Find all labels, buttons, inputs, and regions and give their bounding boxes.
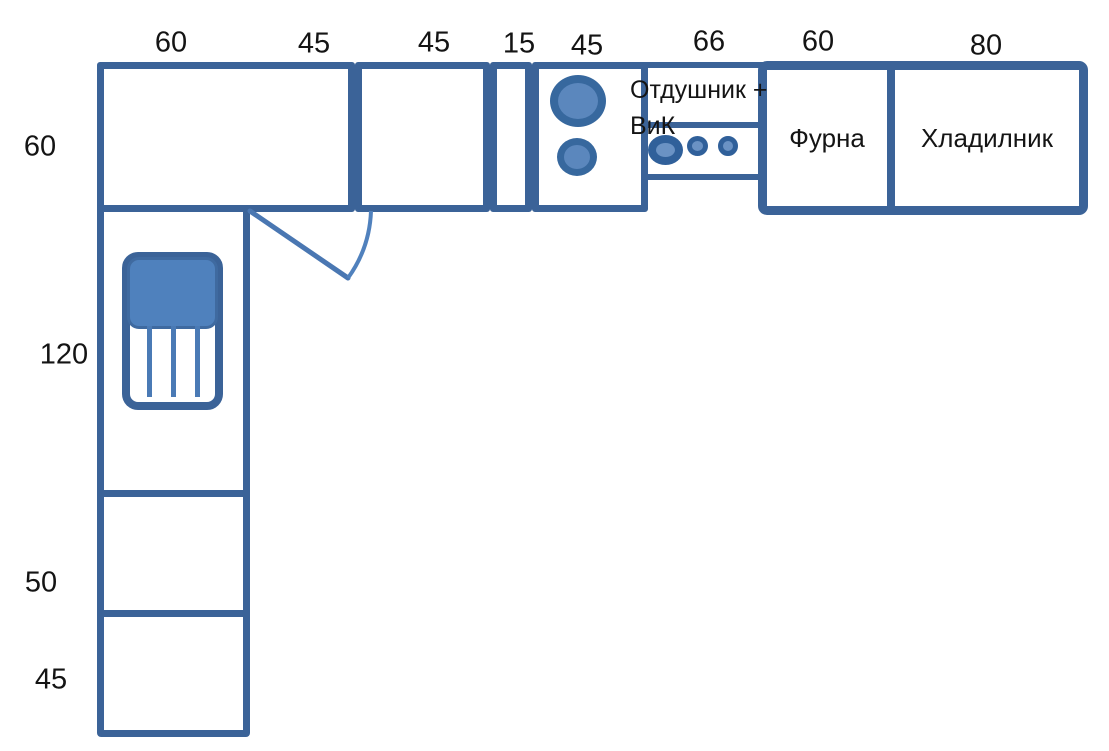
cabinet-box-45-a (355, 62, 490, 212)
door-leaf-line (247, 208, 351, 281)
dim-label-top-0: 60 (154, 26, 188, 59)
furniture-slat (195, 326, 200, 397)
cabinet-box-60 (97, 62, 355, 212)
dim-label-top-5: 66 (692, 25, 726, 58)
furniture-chair-symbol (122, 252, 223, 410)
dim-label-top-1: 45 (297, 27, 331, 60)
fridge-box: Хладилник (895, 70, 1079, 206)
dim-label-top-2: 45 (417, 26, 451, 59)
cabinet-box-15 (490, 62, 532, 212)
dim-label-left-3: 45 (34, 663, 68, 696)
left-cabinet-run (97, 205, 250, 737)
oven-label: Фурна (789, 122, 865, 153)
furniture-slat (171, 326, 176, 397)
dim-label-top-4: 45 (570, 29, 604, 62)
dim-label-top-7: 80 (969, 29, 1003, 62)
pipe-connection-icon (687, 136, 708, 156)
furniture-slat (147, 326, 152, 397)
vent-label-line2: ВиК (630, 112, 676, 140)
oven-fridge-group: Фурна Хладилник (758, 61, 1088, 215)
dim-label-left-0: 60 (23, 130, 57, 163)
pipe-connection-icon (648, 135, 683, 165)
vent-box-upper (642, 62, 766, 128)
sink-basin-small-icon (557, 138, 597, 176)
vent-label: Отдушник + ВиК (630, 72, 830, 144)
furniture-seat-back (127, 257, 218, 329)
vent-label-line1: Отдушник + (630, 76, 768, 104)
door-swing-arc (346, 210, 373, 280)
divider-50-45 (104, 610, 243, 617)
dim-label-top-3: 15 (502, 27, 536, 60)
dim-label-top-6: 60 (801, 25, 835, 58)
divider-120-50 (104, 490, 243, 497)
fridge-label: Хладилник (920, 122, 1054, 153)
dim-label-left-2: 50 (24, 566, 58, 599)
sink-basin-large-icon (550, 75, 606, 127)
oven-box: Фурна (767, 70, 895, 206)
dim-label-left-1: 120 (39, 338, 89, 371)
pipe-connection-icon (718, 136, 738, 156)
